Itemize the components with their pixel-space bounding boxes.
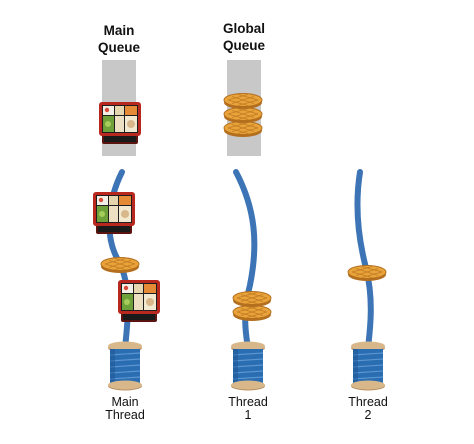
bento-box-icon	[99, 102, 141, 144]
main-queue-label-line2: Queue	[97, 40, 140, 55]
main-thread-label-line1: Main	[111, 395, 139, 409]
bento-box-icon	[93, 192, 135, 234]
main-thread-label-line2: Thread	[105, 408, 145, 422]
main-queue-label: Main Queue	[82, 22, 156, 56]
spool-icon	[107, 340, 143, 392]
thread-2-label-line1: Thread	[348, 395, 388, 409]
waffle-icon	[232, 305, 272, 322]
thread-1-label-line1: Thread	[228, 395, 268, 409]
global-queue-label: Global Queue	[204, 20, 284, 54]
main-queue-label-line1: Main	[103, 23, 135, 38]
thread-2-label: Thread 2	[338, 396, 398, 422]
bento-box-icon	[118, 280, 160, 322]
spool-icon	[230, 340, 266, 392]
global-queue-label-line2: Queue	[222, 38, 265, 53]
waffle-icon	[232, 291, 272, 308]
thread-1-line	[233, 169, 258, 351]
global-queue-label-line1: Global	[222, 21, 265, 36]
spool-icon	[350, 340, 386, 392]
waffle-icon	[223, 121, 263, 138]
main-thread-label: Main Thread	[95, 396, 155, 422]
thread-1-label: Thread 1	[218, 396, 278, 422]
thread-2-label-line2: 2	[364, 408, 372, 422]
waffle-icon	[223, 107, 263, 124]
waffle-icon	[347, 265, 387, 282]
waffle-icon	[223, 93, 263, 110]
thread-1-label-line2: 1	[244, 408, 252, 422]
waffle-icon	[100, 257, 140, 274]
thread-2-line	[354, 169, 374, 351]
